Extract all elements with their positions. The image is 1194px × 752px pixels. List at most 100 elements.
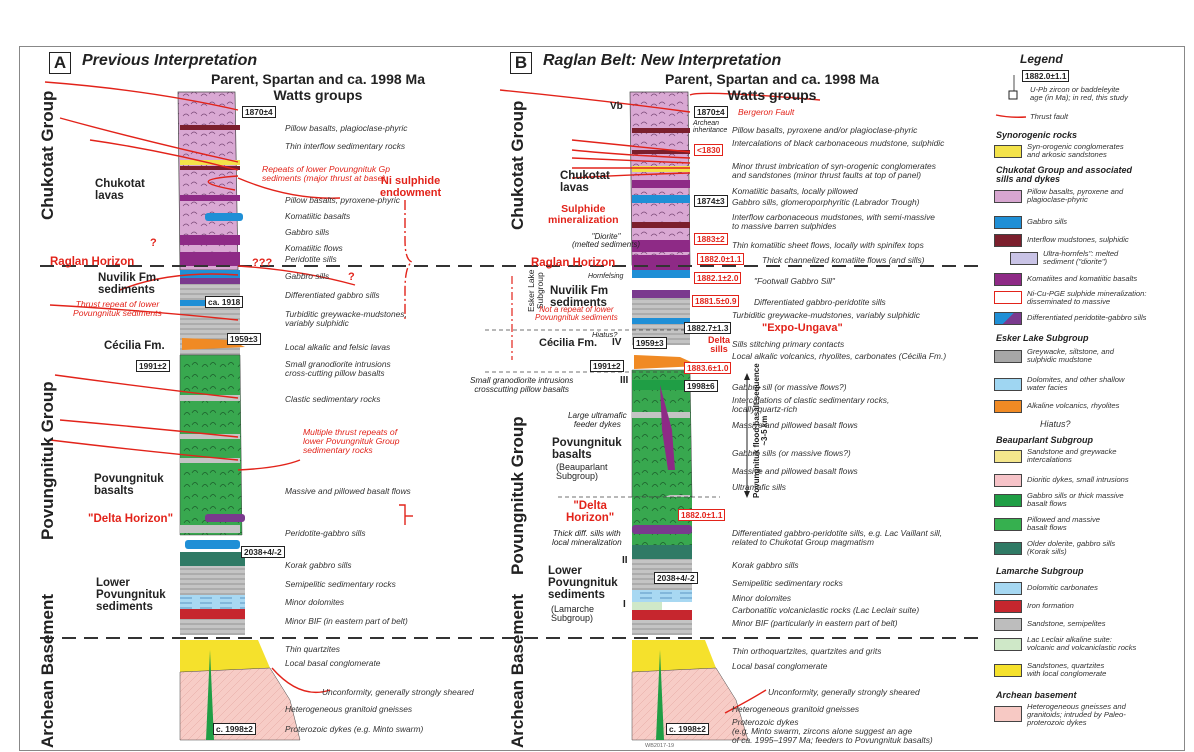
age-a-1: ca. 1918 bbox=[205, 296, 244, 309]
age-b-red-4: 1881.5±0.9 bbox=[692, 295, 740, 308]
legend-item-korak: Older dolerite, gabbro sills (Korak sill… bbox=[1027, 539, 1116, 556]
panel-a-q3: ??? bbox=[252, 257, 273, 269]
panel-a-note-multiple: Multiple thrust repeats of lower Povungn… bbox=[303, 427, 400, 456]
legend-item-semipel: Sandstone, semipelites bbox=[1027, 619, 1106, 628]
desc-a-7: Gabbro sills bbox=[285, 271, 330, 281]
legend-item-quartzite: Sandstones, quartzites with local conglo… bbox=[1027, 661, 1107, 678]
legend-item-gabbro-green: Gabbro sills or thick massive basalt flo… bbox=[1027, 491, 1124, 508]
panel-a-chukotat-lavas: Chukotat lavas bbox=[95, 178, 145, 203]
legend-item-hornfels: Ultra-hornfels": melted sediment ("diori… bbox=[1043, 249, 1119, 266]
panel-b-delta: "Delta Horizon" bbox=[566, 500, 615, 525]
legend-item-sulphide: Ni-Cu-PGE sulphide mineralization: disse… bbox=[1027, 289, 1147, 306]
legend-item-dolcarb: Dolomitic carbonates bbox=[1027, 583, 1098, 592]
desc-b-2: Minor thrust imbrication of syn-orogenic… bbox=[732, 161, 936, 180]
panel-b-thick-diff: Thick diff. sills with local mineralizat… bbox=[552, 529, 622, 547]
panel-a-note-repeats: Repeats of lower Povungnituk Gp sediment… bbox=[262, 164, 391, 184]
panel-b-expo: "Expo-Ungava" bbox=[762, 322, 843, 334]
panel-b-small-gd: Small granodiorite intrusions crosscutti… bbox=[470, 376, 574, 394]
legend-item-pillow: Pillow basalts, pyroxene and plagioclase… bbox=[1027, 187, 1124, 204]
age-a-3: 1991±2 bbox=[136, 360, 170, 373]
age-b-red-2: 1882.0±1.1 bbox=[697, 253, 745, 266]
panel-b-hornfelsing: Hornfelsing bbox=[588, 273, 624, 280]
panel-a-nuvilik: Nuvilik Fm. sediments bbox=[98, 272, 160, 297]
desc-b-18: Ultramafic sills bbox=[732, 482, 786, 492]
panel-a-title: Previous Interpretation bbox=[82, 52, 258, 69]
desc-b-29: Proterozoic dykes (e.g. Minto swarm, zir… bbox=[732, 717, 933, 745]
legend-swatch-leclair bbox=[994, 638, 1022, 651]
desc-a-22: Heterogeneous granitoid gneisses bbox=[285, 704, 413, 714]
legend-swatch-gabbro-green bbox=[994, 494, 1022, 507]
panel-b-top-groups: Parent, Spartan and ca. 1998 Ma Watts gr… bbox=[665, 71, 879, 103]
age-b-5: 1998±6 bbox=[684, 380, 718, 393]
desc-a-10: Local alkalic and felsic lavas bbox=[285, 342, 391, 352]
seq-iii: III bbox=[620, 375, 629, 386]
panel-b-diorite: "Diorite" (melted sediments) bbox=[572, 232, 641, 250]
desc-b-0: Pillow basalts, pyroxene and/or plagiocl… bbox=[732, 125, 918, 135]
panel-b-not-repeat: Not a repeat of lower Povungnituk sedime… bbox=[535, 305, 618, 323]
desc-b-22: Minor dolomites bbox=[732, 593, 792, 603]
panel-b-chukotat-lavas: Chukotat lavas bbox=[560, 170, 610, 195]
panel-b-cecilia: Cécilia Fm. bbox=[539, 337, 598, 349]
desc-a-2: Pillow basalts, pyroxene-phyric bbox=[285, 195, 400, 205]
legend-item-komatiite: Komatiites and komatiitic basalts bbox=[1027, 274, 1138, 283]
age-a-4: 2038+4/-2 bbox=[241, 546, 285, 559]
desc-a-5: Komatiitic flows bbox=[285, 243, 343, 253]
age-b-1: 1874±3 bbox=[694, 195, 728, 208]
age-b-4: 1991±2 bbox=[590, 360, 624, 373]
age-b-red-0: <1830 bbox=[694, 144, 724, 157]
legend-item-pillowed: Pillowed and massive basalt flows bbox=[1027, 515, 1101, 532]
legend-item-leclair: Lac Leclair alkaline suite: volcanic and… bbox=[1027, 635, 1137, 652]
seq-i: I bbox=[623, 599, 626, 610]
panel-b-lower-pov: Lower Povungnituk sediments bbox=[548, 565, 618, 602]
legend-item-gabbro: Gabbro sills bbox=[1027, 217, 1068, 226]
age-a-5: c. 1998±2 bbox=[213, 723, 256, 736]
desc-b-1: Intercalations of black carbonaceous mud… bbox=[732, 138, 945, 148]
legend-sec-archean: Archean basement bbox=[996, 690, 1077, 700]
legend-item-dolomite: Dolomites, and other shallow water facie… bbox=[1027, 375, 1125, 392]
legend-item-sandstone: Sandstone and greywacke intercalations bbox=[1027, 447, 1117, 464]
desc-a-0: Pillow basalts, plagioclase-phyric bbox=[285, 123, 408, 133]
legend-item-diffsill: Differentiated peridotite-gabbro sills bbox=[1027, 313, 1147, 322]
legend-sec-lamarche: Lamarche Subgroup bbox=[996, 566, 1084, 576]
thrusts-a bbox=[44, 81, 356, 471]
legend-sec-syn: Synorogenic rocks bbox=[996, 130, 1078, 140]
desc-a-21: Unconformity, generally strongly sheared bbox=[322, 687, 474, 697]
desc-b-21: Semipelitic sedimentary rocks bbox=[732, 578, 843, 588]
legend-swatch-greywacke bbox=[994, 350, 1022, 363]
age-b-red-5: 1883.6±1.0 bbox=[684, 362, 732, 375]
legend-swatch-syn bbox=[994, 145, 1022, 158]
legend-item-archean: Heterogeneous gneisses and granitoids; i… bbox=[1027, 702, 1126, 727]
desc-b-10: Turbiditic greywacke-mudstones, variably… bbox=[732, 310, 920, 320]
legend-swatch-korak bbox=[994, 542, 1022, 555]
age-a-2: 1959±3 bbox=[227, 333, 261, 346]
desc-b-16: Gabbro sills (or massive flows?) bbox=[732, 448, 851, 458]
panel-a-note-thrust-repeat: Thrust repeat of lower Povungnituk sedim… bbox=[73, 299, 162, 319]
desc-a-23: Proterozoic dykes (e.g. Minto swarm) bbox=[285, 724, 424, 734]
legend-item-alkaline: Alkaline volcanics, rhyolites bbox=[1027, 401, 1120, 410]
legend-swatch-pillow bbox=[994, 190, 1022, 203]
legend-swatch-diffsill bbox=[994, 312, 1022, 325]
legend-thrust: Thrust fault bbox=[1030, 112, 1068, 121]
legend-swatch-mud bbox=[994, 234, 1022, 247]
legend-item-greywacke: Greywacke, siltstone, and sulphidic muds… bbox=[1027, 347, 1114, 364]
desc-a-8: Differentiated gabbro sills bbox=[285, 290, 380, 300]
legend-swatch-archean bbox=[994, 706, 1022, 722]
legend-sec-hiatus: Hiatus? bbox=[1040, 419, 1071, 429]
panel-a-label: A bbox=[49, 52, 71, 74]
desc-b-6: Thin komatiitic sheet flows, locally wit… bbox=[732, 240, 924, 250]
legend-sec-beauparlant: Beauparlant Subgroup bbox=[996, 435, 1094, 445]
desc-a-9: Turbiditic greywacke-mudstones, variably… bbox=[285, 309, 407, 328]
panel-a-pov-basalts: Povungnituk basalts bbox=[94, 473, 164, 498]
legend-swatch-gabbro bbox=[994, 216, 1022, 229]
desc-b-17: Massive and pillowed basalt flows bbox=[732, 466, 858, 476]
desc-b-9: Differentiated gabbro-peridotite sills bbox=[754, 297, 886, 307]
desc-b-5: Interflow carbonaceous mudstones, with s… bbox=[732, 212, 935, 231]
age-b-7: c. 1998±2 bbox=[666, 723, 709, 736]
panel-b-large-um: Large ultramafic feeder dykes bbox=[568, 411, 627, 429]
legend-swatch-semipel bbox=[994, 618, 1022, 631]
desc-b-25: Thin orthoquartzites, quartzites and gri… bbox=[732, 646, 882, 656]
figure-frame bbox=[19, 46, 1185, 751]
legend-sec-chukotat: Chukotat Group and associated sills and … bbox=[996, 165, 1133, 185]
panel-b-raglan-horizon: Raglan Horizon bbox=[531, 257, 616, 269]
